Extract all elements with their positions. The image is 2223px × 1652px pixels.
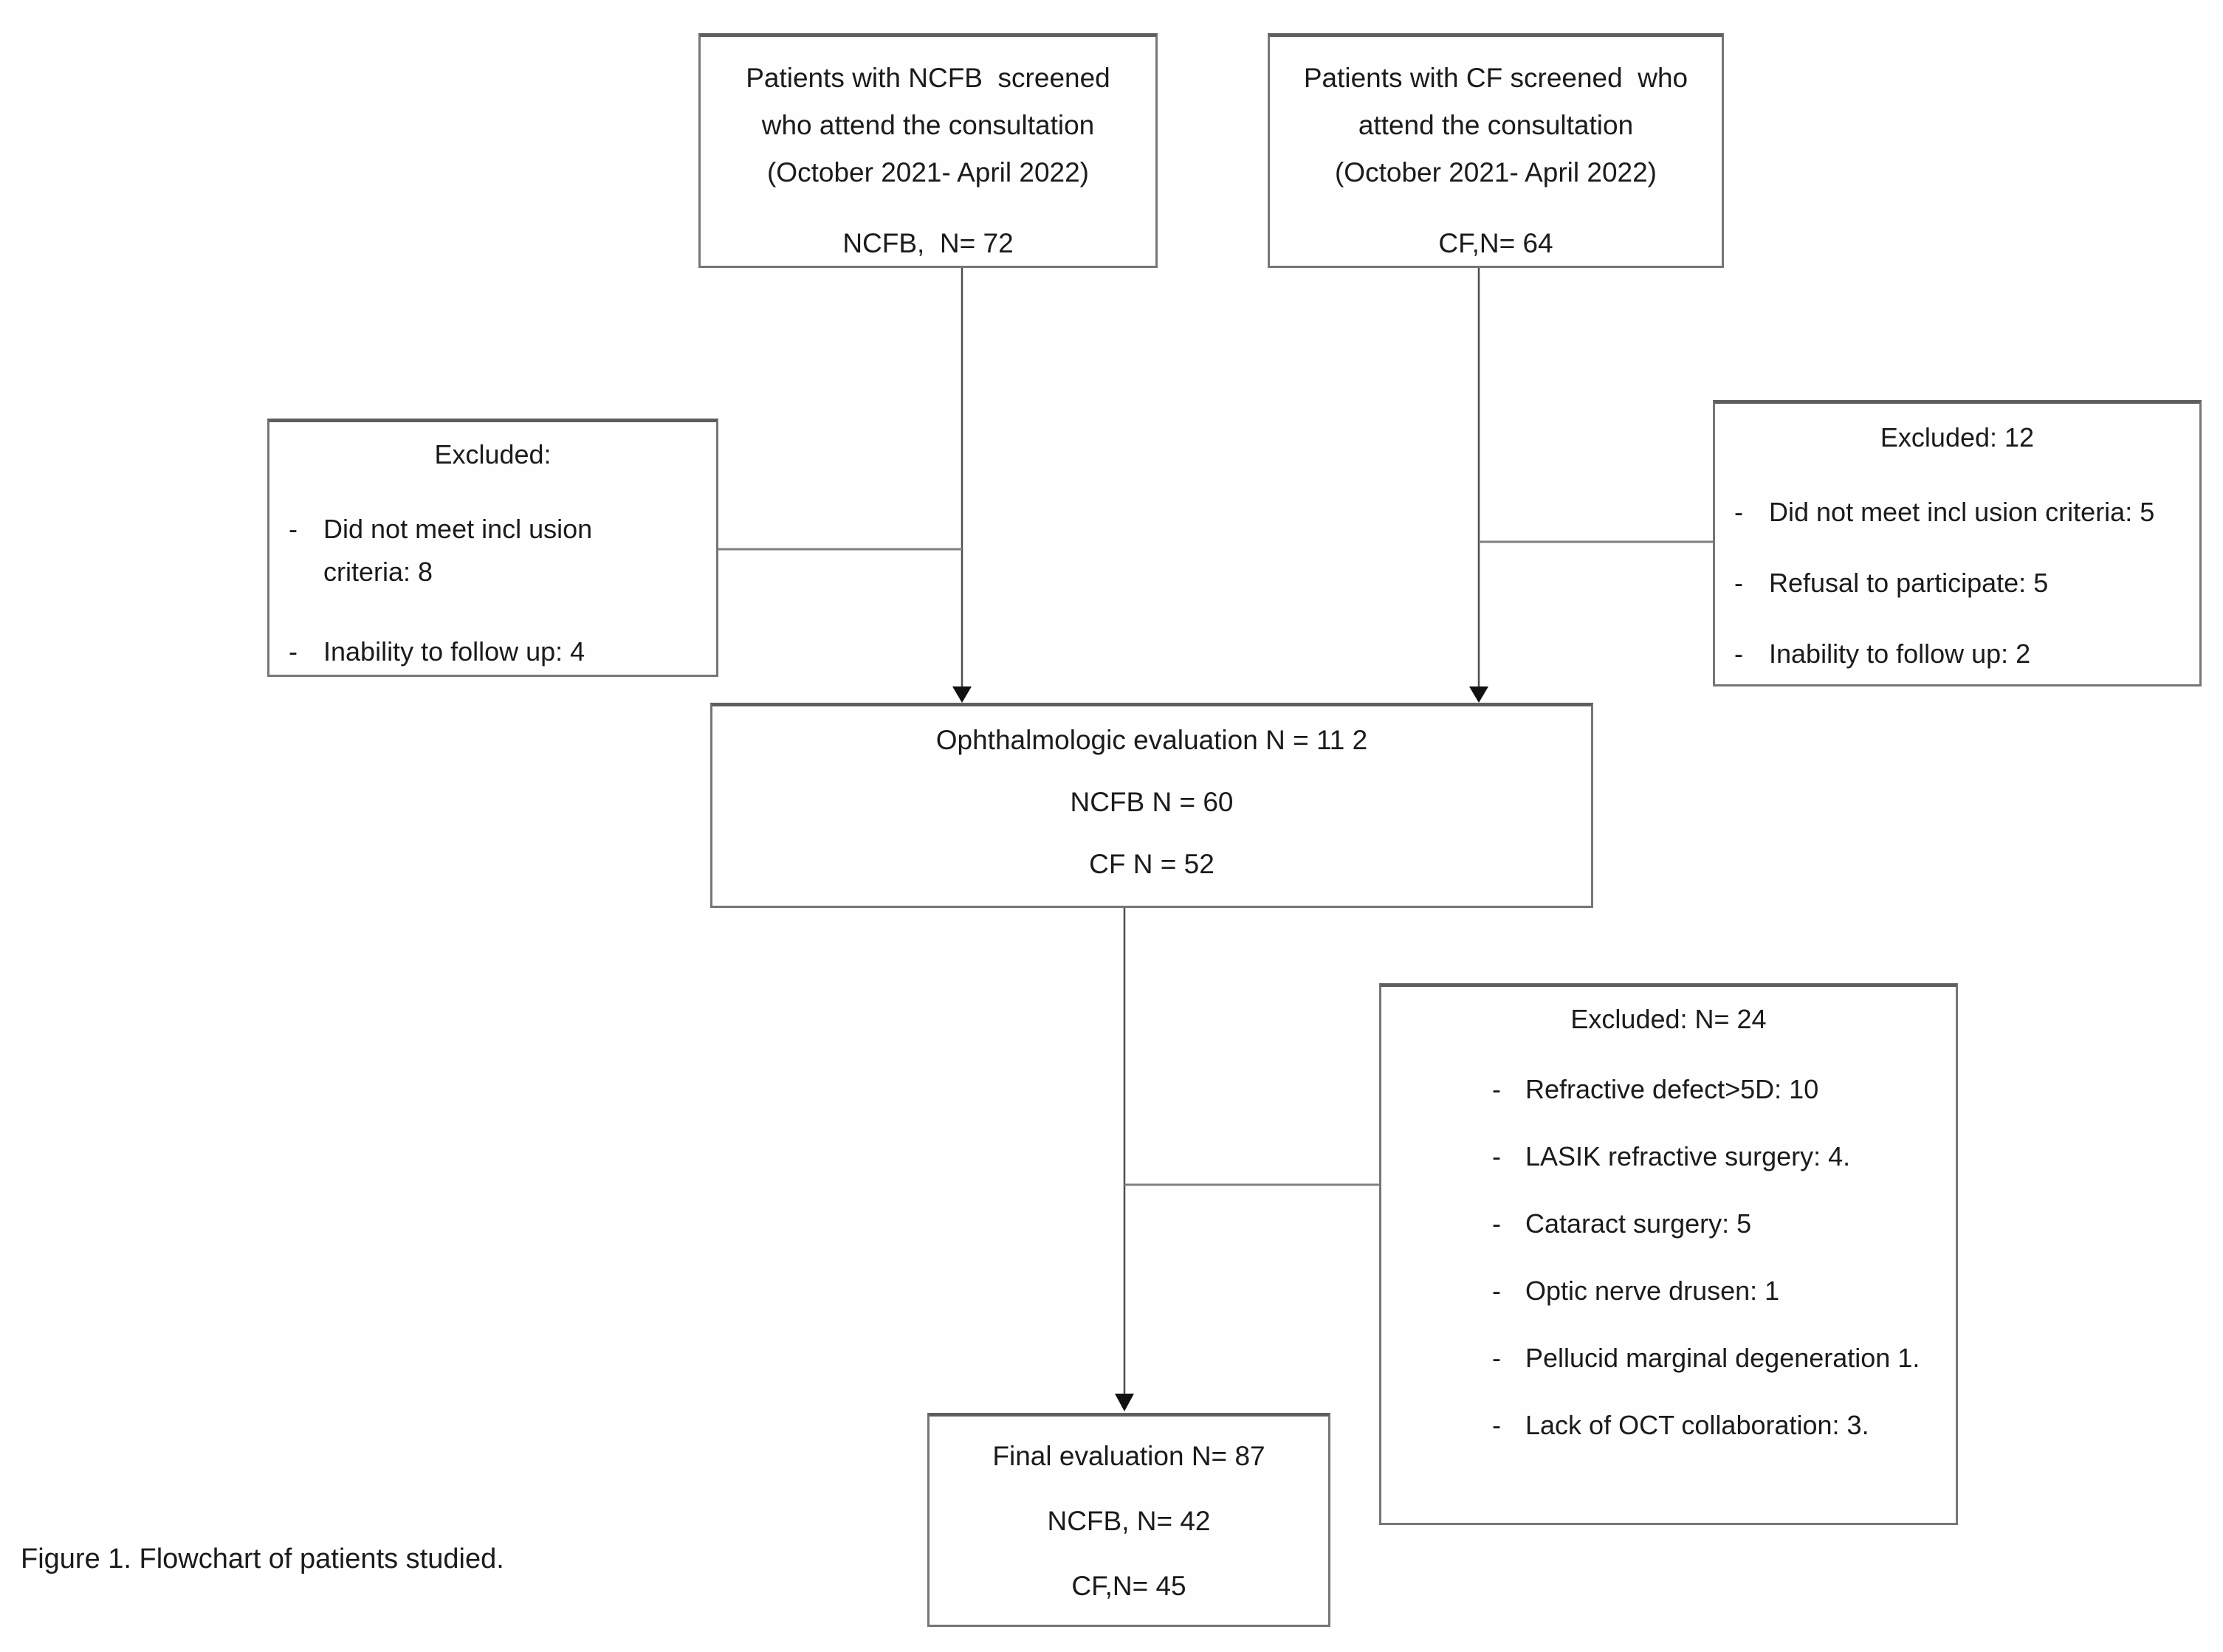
excluded-item: - Cataract surgery: 5 bbox=[1381, 1202, 1956, 1245]
excluded-item: - Refusal to participate: 5 bbox=[1715, 562, 2199, 605]
arrowhead-ncfb-to-evaluation bbox=[952, 686, 972, 703]
excluded-item-text: Inability to follow up: 4 bbox=[323, 636, 585, 667]
bullet-dash-icon: - bbox=[289, 636, 298, 667]
bullet-dash-icon: - bbox=[1492, 1410, 1501, 1440]
arrowhead-cf-to-evaluation bbox=[1469, 686, 1488, 703]
box-text: (October 2021- April 2022) bbox=[1334, 157, 1657, 187]
excluded-item-text: Refractive defect>5D: 10 bbox=[1525, 1074, 1819, 1104]
bullet-dash-icon: - bbox=[1492, 1074, 1501, 1104]
box-text: (October 2021- April 2022) bbox=[766, 157, 1089, 187]
excluded-item: - Optic nerve drusen: 1 bbox=[1381, 1270, 1956, 1312]
bullet-dash-icon: - bbox=[1734, 497, 1743, 527]
excluded-item-text: Did not meet incl usion criteria: 8 bbox=[323, 514, 593, 587]
excluded-item: - LASIK refractive surgery: 4. bbox=[1381, 1135, 1956, 1178]
excluded-item-text: Lack of OCT collaboration: 3. bbox=[1525, 1410, 1869, 1440]
box-text: Final evaluation N= 87 bbox=[992, 1441, 1265, 1471]
bullet-dash-icon: - bbox=[289, 514, 298, 544]
excluded-item: - Pellucid marginal degeneration 1. bbox=[1381, 1337, 1956, 1380]
bullet-dash-icon: - bbox=[1492, 1141, 1501, 1171]
box-count-text: NCFB N = 60 bbox=[1070, 787, 1234, 817]
box-final-evaluation: Final evaluation N= 87 NCFB, N= 42 CF,N=… bbox=[927, 1413, 1330, 1627]
excluded-item-text: LASIK refractive surgery: 4. bbox=[1525, 1141, 1851, 1171]
box-text: who attend the consultation bbox=[761, 110, 1095, 140]
bullet-dash-icon: - bbox=[1492, 1276, 1501, 1306]
excluded-item: - Inability to follow up: 2 bbox=[1715, 633, 2199, 675]
excluded-item-text: Optic nerve drusen: 1 bbox=[1525, 1276, 1780, 1306]
box-count-text: CF,N= 45 bbox=[1071, 1571, 1186, 1601]
box-ophthalmologic-evaluation: Ophthalmologic evaluation N = 11 2 NCFB … bbox=[710, 703, 1593, 908]
bullet-dash-icon: - bbox=[1734, 568, 1743, 598]
box-count-text: CF N = 52 bbox=[1089, 849, 1214, 879]
box-cf-screened: Patients with CF screened who attend the… bbox=[1268, 33, 1724, 268]
box-text: Patients with NCFB screened bbox=[746, 63, 1110, 93]
arrowhead-evaluation-to-final bbox=[1115, 1394, 1134, 1411]
excluded-item: - Lack of OCT collaboration: 3. bbox=[1381, 1404, 1956, 1447]
excluded-title: Excluded: bbox=[434, 439, 552, 469]
bullet-dash-icon: - bbox=[1492, 1343, 1501, 1373]
box-text: Patients with CF screened who bbox=[1303, 63, 1688, 93]
box-text: attend the consultation bbox=[1358, 110, 1634, 140]
excluded-item: - Inability to follow up: 4 bbox=[269, 630, 716, 673]
bullet-dash-icon: - bbox=[1492, 1208, 1501, 1239]
bullet-dash-icon: - bbox=[1734, 639, 1743, 669]
excluded-item-text: Did not meet incl usion criteria: 5 bbox=[1769, 497, 2155, 527]
excluded-item-text: Refusal to participate: 5 bbox=[1769, 568, 2049, 598]
excluded-item-text: Pellucid marginal degeneration 1. bbox=[1525, 1343, 1920, 1373]
box-count-text: NCFB, N= 72 bbox=[842, 228, 1014, 258]
box-ncfb-screened: Patients with NCFB screened who attend t… bbox=[698, 33, 1158, 268]
excluded-item: - Refractive defect>5D: 10 bbox=[1381, 1068, 1956, 1111]
excluded-item-text: Inability to follow up: 2 bbox=[1769, 639, 2031, 669]
box-excluded-final: Excluded: N= 24 - Refractive defect>5D: … bbox=[1379, 983, 1958, 1525]
excluded-item-text: Cataract surgery: 5 bbox=[1525, 1208, 1752, 1239]
excluded-item: - Did not meet incl usion criteria: 5 bbox=[1715, 491, 2199, 534]
figure-caption: Figure 1. Flowchart of patients studied. bbox=[21, 1543, 504, 1574]
box-excluded-ncfb: Excluded: - Did not meet incl usion crit… bbox=[267, 419, 718, 677]
box-count-text: CF,N= 64 bbox=[1438, 228, 1553, 258]
excluded-title: Excluded: 12 bbox=[1880, 422, 2035, 452]
box-excluded-cf: Excluded: 12 - Did not meet incl usion c… bbox=[1713, 400, 2202, 686]
box-count-text: NCFB, N= 42 bbox=[1047, 1506, 1211, 1536]
excluded-item: - Did not meet incl usion criteria: 8 bbox=[269, 508, 716, 593]
excluded-title: Excluded: N= 24 bbox=[1570, 1004, 1767, 1034]
box-text: Ophthalmologic evaluation N = 11 2 bbox=[935, 725, 1368, 755]
